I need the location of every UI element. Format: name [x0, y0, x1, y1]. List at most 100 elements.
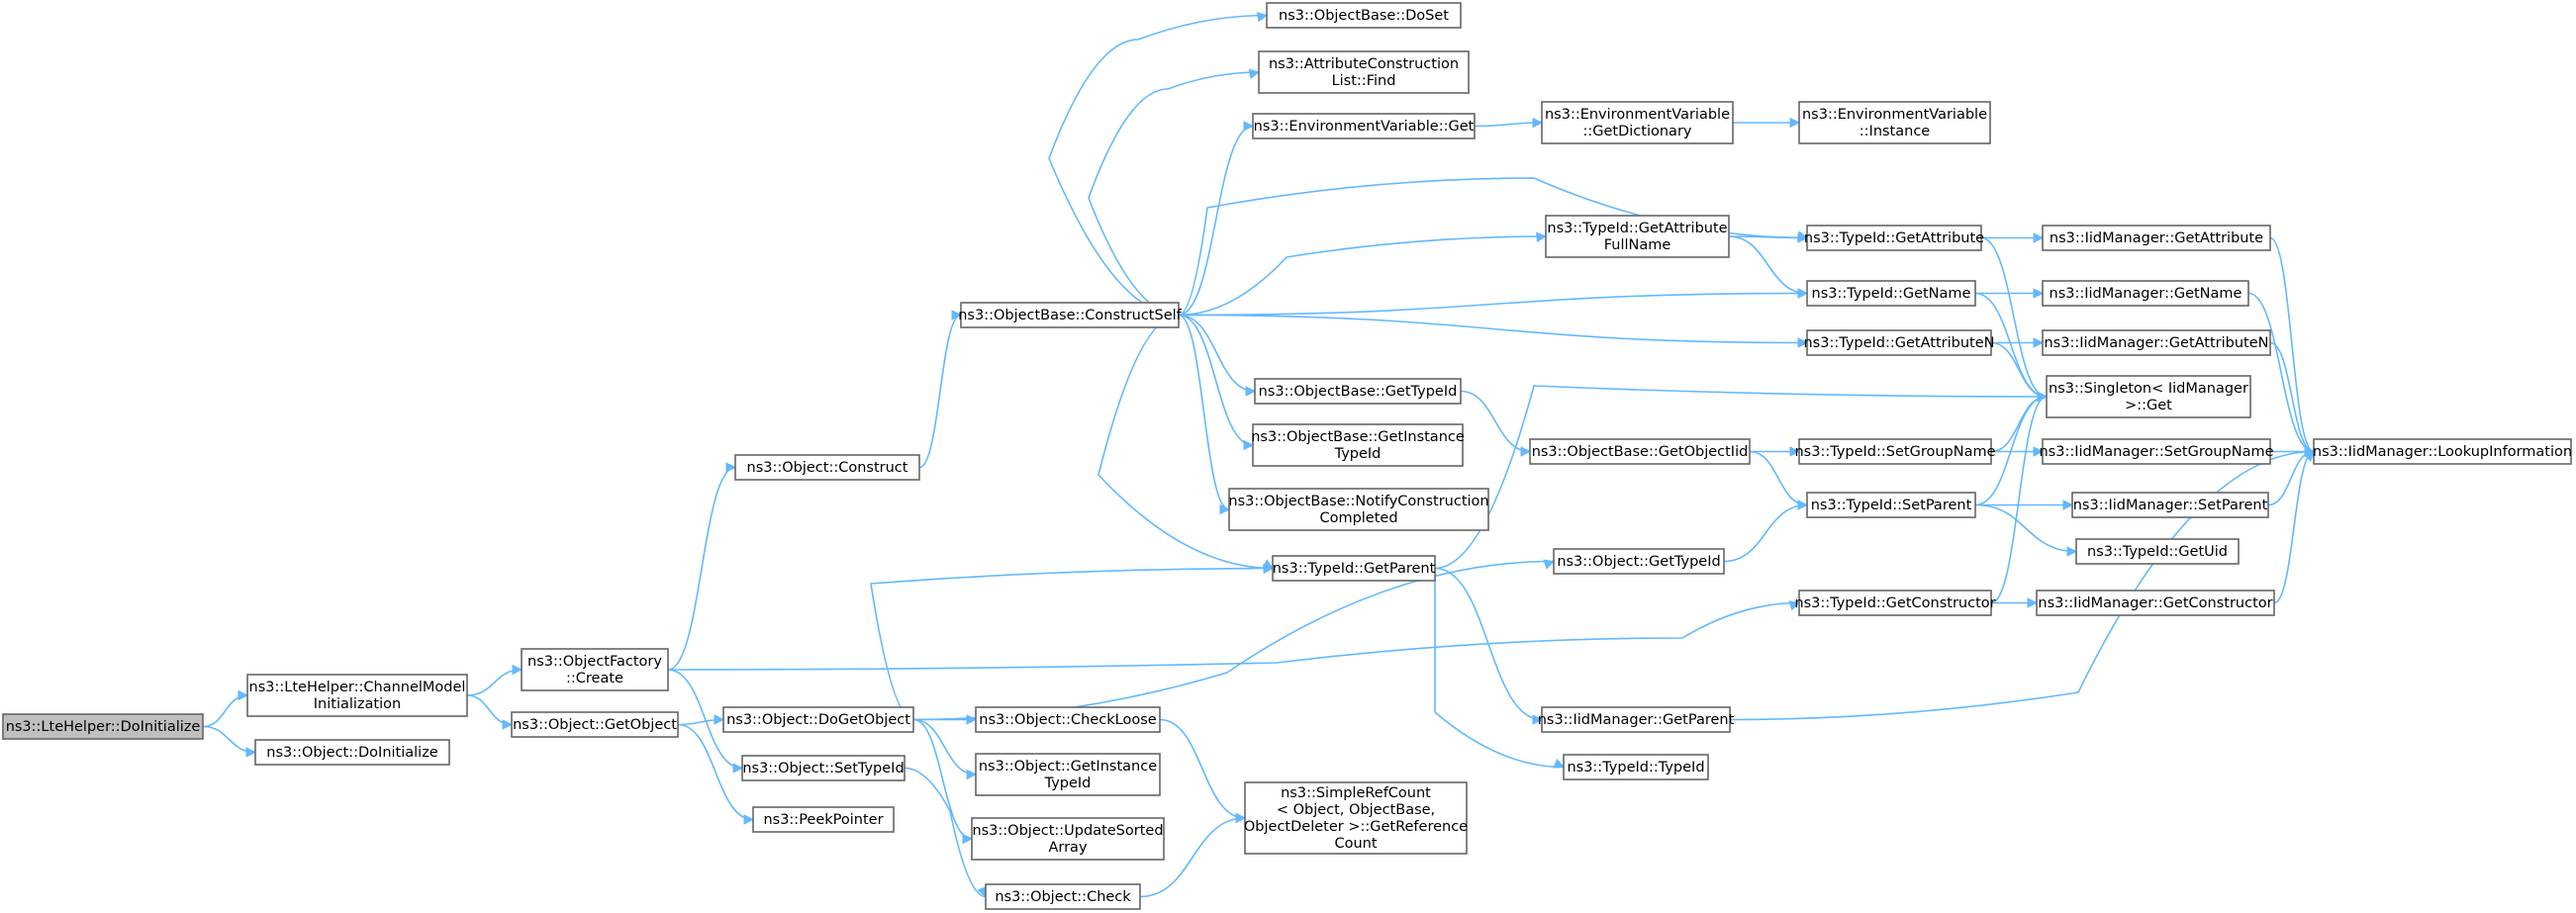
call-edge-factory-to-settypeid [667, 669, 744, 774]
node-construct[interactable]: ns3::Object::Construct [734, 454, 920, 481]
call-edge-dogetobject-to-tid_getparent [870, 563, 1275, 721]
arrowhead-icon [512, 664, 524, 676]
call-edge-doinit_lte-to-chanmodel [202, 689, 249, 728]
arrowhead-icon [1520, 446, 1532, 457]
node-getobject[interactable]: ns3::Object::GetObject [511, 711, 679, 738]
arrowhead-icon [2062, 500, 2074, 510]
arrowhead-icon [1243, 439, 1255, 451]
edge-line [1460, 390, 1531, 453]
node-box [741, 755, 906, 781]
call-edge-getattrfull-to-tid_getname [1728, 235, 1809, 299]
node-settypeid[interactable]: ns3::Object::SetTypeId [741, 755, 906, 781]
call-edge-tid_setparent-to-iid_setparent [1975, 500, 2074, 510]
arrowhead-icon [1243, 121, 1255, 132]
node-label: ns3::ObjectBase::NotifyConstruction [1228, 494, 1488, 509]
node-check[interactable]: ns3::Object::Check [985, 883, 1141, 910]
node-envdict[interactable]: ns3::EnvironmentVariable::GetDictionary [1541, 101, 1734, 144]
edge-line [1178, 235, 1547, 317]
call-edge-getobject-to-dogetobject [677, 714, 725, 726]
node-obj-gettypeid[interactable]: ns3::Object::GetTypeId [1553, 548, 1725, 575]
edge-line [1048, 14, 1268, 317]
node-chanmodel[interactable]: ns3::LteHelper::ChannelModelInitializati… [246, 674, 468, 717]
node-iid-getname[interactable]: ns3::IidManager::GetName [2042, 280, 2249, 307]
node-tid-getname[interactable]: ns3::TypeId::GetName [1806, 280, 1976, 307]
node-label: ns3::Object::Check [995, 889, 1131, 905]
node-box [1244, 781, 1468, 855]
edge-line [1159, 718, 1246, 819]
node-peekpointer[interactable]: ns3::PeekPointer [752, 806, 895, 833]
edge-line [1990, 396, 2048, 604]
node-envget[interactable]: ns3::EnvironmentVariable::Get [1252, 113, 1476, 139]
call-edge-tid_getattr-to-iid_getattr [1981, 232, 2045, 243]
node-tid-getattrn[interactable]: ns3::TypeId::GetAttributeN [1803, 329, 1995, 356]
arrowhead-icon [2037, 391, 2049, 403]
node-iid-getctor[interactable]: ns3::IidManager::GetConstructor [2036, 590, 2275, 616]
node-label: TypeId [1334, 446, 1382, 462]
arrowhead-icon [1256, 12, 1269, 23]
node-doinit-lte[interactable]: ns3::LteHelper::DoInitialize [2, 713, 204, 740]
node-box [1252, 113, 1476, 139]
call-edge-check-to-simplerefcount [1139, 812, 1247, 898]
node-box [1563, 754, 1709, 780]
call-edge-constructself-to-attrfind [1088, 68, 1261, 317]
node-label: ns3::IidManager::GetConstructor [2038, 595, 2272, 611]
node-tid-getparent[interactable]: ns3::TypeId::GetParent [1272, 555, 1436, 582]
call-edge-dogetobject-to-obj_gettypeid [912, 559, 1556, 721]
node-label: ns3::TypeId::GetConstructor [1794, 595, 1995, 611]
node-tid-setparent[interactable]: ns3::TypeId::SetParent [1806, 492, 1976, 518]
node-label: Array [1048, 840, 1087, 856]
node-label: ns3::TypeId::GetName [1812, 286, 1971, 302]
call-edge-getattrfull-to-tid_getattr [1728, 232, 1809, 243]
node-box [2042, 438, 2271, 465]
node-iid-getparent[interactable]: ns3::IidManager::GetParent [1538, 706, 1735, 733]
node-label: ns3::Object::UpdateSorted [972, 823, 1163, 839]
node-tid-typeid[interactable]: ns3::TypeId::TypeId [1563, 754, 1709, 780]
arrowhead-icon [1797, 288, 1809, 299]
node-iid-getattrn[interactable]: ns3::IidManager::GetAttributeN [2042, 329, 2271, 356]
node-simplerefcount[interactable]: ns3::SimpleRefCount< Object, ObjectBase,… [1244, 781, 1468, 855]
node-tid-getctor[interactable]: ns3::TypeId::GetConstructor [1794, 590, 1996, 616]
edge-line [1728, 235, 1808, 239]
node-label: ::Create [566, 671, 623, 686]
call-edge-tid_getattr-to-singleton [1980, 236, 2049, 403]
node-box [2046, 375, 2251, 418]
node-doset[interactable]: ns3::ObjectBase::DoSet [1266, 2, 1462, 29]
call-edge-iid_getattrn-to-iid_lookup [2269, 341, 2316, 457]
node-ob-gettypeid[interactable]: ns3::ObjectBase::GetTypeId [1254, 378, 1462, 405]
node-tid-getattr[interactable]: ns3::TypeId::GetAttribute [1804, 225, 1984, 251]
node-tid-getuid[interactable]: ns3::TypeId::GetUid [2075, 538, 2240, 565]
edge-line [1434, 568, 1565, 769]
node-obj-doinit[interactable]: ns3::Object::DoInitialize [254, 739, 450, 766]
call-edge-constructself-to-doset [1048, 12, 1269, 317]
node-factory[interactable]: ns3::ObjectFactory::Create [521, 648, 669, 691]
node-box [1545, 215, 1730, 258]
node-label: ns3::IidManager::GetAttributeN [2044, 335, 2268, 351]
node-iid-setgroup[interactable]: ns3::IidManager::SetGroupName [2039, 438, 2274, 465]
node-label: Count [1334, 836, 1377, 852]
arrowhead-icon [732, 763, 744, 774]
node-iid-lookup[interactable]: ns3::IidManager::LookupInformation [2313, 438, 2572, 465]
node-singleton[interactable]: ns3::Singleton< IidManager>::Get [2046, 375, 2251, 418]
node-checkloose[interactable]: ns3::Object::CheckLoose [975, 706, 1161, 733]
node-iid-setparent[interactable]: ns3::IidManager::SetParent [2071, 492, 2269, 518]
node-ob-notify[interactable]: ns3::ObjectBase::NotifyConstructionCompl… [1228, 488, 1489, 531]
node-constructself[interactable]: ns3::ObjectBase::ConstructSelf [958, 302, 1183, 328]
node-tid-setgroup[interactable]: ns3::TypeId::SetGroupName [1794, 438, 1996, 465]
node-label: ns3::TypeId::GetParent [1273, 561, 1436, 577]
arrowhead-icon [1797, 337, 1809, 348]
node-iid-getattr[interactable]: ns3::IidManager::GetAttribute [2042, 225, 2271, 251]
node-ob-getobjiid[interactable]: ns3::ObjectBase::GetObjectIid [1529, 438, 1751, 465]
edge-line [1723, 503, 1808, 563]
node-box [2036, 590, 2275, 616]
edge-line [1178, 314, 1256, 393]
call-edge-envdict-to-envinst [1733, 117, 1801, 129]
node-box [1553, 548, 1725, 575]
node-label: ns3::Object::GetTypeId [1557, 554, 1720, 570]
node-envinst[interactable]: ns3::EnvironmentVariable::Instance [1798, 101, 1991, 144]
node-dogetobject[interactable]: ns3::Object::DoGetObject [722, 706, 914, 733]
